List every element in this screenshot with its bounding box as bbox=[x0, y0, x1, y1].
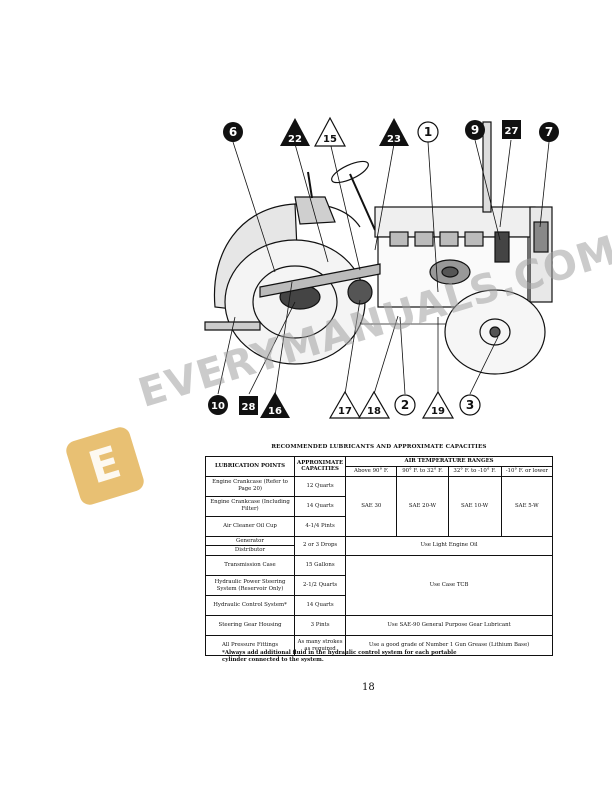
tractor-lubrication-diagram: 6 22 15 23 1 9 bbox=[204, 116, 559, 419]
capacity: 15 Gallons bbox=[294, 555, 347, 576]
lubrication-point: Steering Gear Housing bbox=[204, 615, 296, 636]
callout-label: 9 bbox=[471, 123, 479, 137]
callout-28-square: 28 bbox=[239, 396, 258, 415]
callout-15-triangle: 15 bbox=[313, 116, 347, 147]
callout-17-triangle: 17 bbox=[328, 390, 362, 419]
capacity: 14 Quarts bbox=[294, 495, 347, 517]
header-capacities: APPROXIMATE CAPACITIES bbox=[294, 456, 347, 477]
callout-label: 27 bbox=[505, 126, 519, 137]
callout-label: 10 bbox=[211, 401, 225, 412]
callout-9-circle: 9 bbox=[465, 120, 485, 140]
callout-label: 16 bbox=[268, 406, 282, 417]
lubricants-table: LUBRICATION POINTS APPROXIMATE CAPACITIE… bbox=[204, 456, 554, 656]
engine-oil: SAE 10-W bbox=[447, 475, 502, 537]
lubrication-point: Engine Crankcase (Including Filter) bbox=[204, 495, 296, 517]
header-lubrication-points: LUBRICATION POINTS bbox=[204, 456, 296, 477]
range-header: 90° F. to 32° F. bbox=[396, 465, 449, 477]
callout-18-triangle: 18 bbox=[357, 390, 391, 419]
callout-label: 22 bbox=[288, 134, 302, 145]
range-header: -10° F. or lower bbox=[500, 465, 554, 477]
callout-label: 3 bbox=[466, 398, 474, 412]
callout-label: 6 bbox=[229, 125, 237, 139]
lubrication-point: Generator bbox=[204, 535, 296, 547]
lubrication-point: Distributor bbox=[204, 545, 296, 556]
page-number: 18 bbox=[362, 682, 375, 693]
callout-7-circle: 7 bbox=[539, 122, 559, 142]
capacity: 12 Quarts bbox=[294, 475, 347, 497]
engine-oil: SAE 20-W bbox=[396, 475, 449, 537]
table-row: Engine Crankcase (Including Filter) 14 Q… bbox=[204, 495, 553, 517]
table-header-row: LUBRICATION POINTS APPROXIMATE CAPACITIE… bbox=[204, 456, 553, 477]
callout-3-circle: 3 bbox=[459, 394, 481, 416]
callout-10-circle: 10 bbox=[208, 395, 228, 415]
callout-label: 17 bbox=[338, 406, 352, 417]
callout-23-triangle: 23 bbox=[379, 118, 409, 146]
callout-2-circle: 2 bbox=[394, 394, 416, 416]
capacity: 3 Pints bbox=[294, 615, 347, 636]
range-header: Above 90° F. bbox=[345, 465, 398, 477]
capacity: 2-1/2 Quarts bbox=[294, 575, 347, 596]
capacity: 4-1/4 Pints bbox=[294, 515, 347, 537]
table-title: RECOMMENDED LUBRICANTS AND APPROXIMATE C… bbox=[271, 444, 487, 450]
callout-1-circle: 1 bbox=[417, 121, 439, 143]
callout-label: 2 bbox=[401, 398, 409, 412]
callout-19-triangle: 19 bbox=[421, 390, 455, 419]
lubrication-point: All Pressure Fittings bbox=[204, 635, 296, 656]
callout-label: 18 bbox=[367, 406, 381, 417]
table-row: All Pressure Fittings As many strokes as… bbox=[204, 635, 553, 656]
callout-6-circle: 6 bbox=[223, 122, 243, 142]
case-tcb: Use Case TCB bbox=[345, 555, 553, 616]
callout-27-square: 27 bbox=[502, 120, 521, 139]
lubrication-point: Air Cleaner Oil Cup bbox=[204, 515, 296, 537]
lubrication-point: Engine Crankcase (Refer to Page 20) bbox=[204, 475, 296, 497]
table-row: Hydraulic Power Steering System (Reservo… bbox=[204, 575, 553, 596]
header-air-temp: AIR TEMPERATURE RANGES bbox=[345, 456, 553, 467]
table-row: Engine Crankcase (Refer to Page 20) 12 Q… bbox=[204, 475, 554, 537]
callout-label: 23 bbox=[387, 134, 401, 145]
callout-label: 15 bbox=[323, 134, 337, 145]
engine-oil: SAE 30 bbox=[345, 475, 398, 537]
range-header: 32° F. to -10° F. bbox=[447, 465, 502, 477]
callout-label: 1 bbox=[424, 125, 432, 139]
callout-22-triangle: 22 bbox=[280, 118, 310, 146]
footnote: *Always add additional fluid in the hydr… bbox=[222, 650, 457, 664]
lubrication-point: Hydraulic Control System* bbox=[204, 595, 296, 616]
gun-grease: Use a good grade of Number 1 Gun Grease … bbox=[345, 635, 553, 656]
callout-label: 19 bbox=[431, 406, 445, 417]
tractor-body bbox=[204, 121, 553, 375]
callouts-bottom: 10 28 16 17 18 2 bbox=[208, 390, 481, 419]
capacity: 2 or 3 Drops bbox=[294, 535, 347, 556]
table-row: Air Cleaner Oil Cup 4-1/4 Pints bbox=[204, 515, 553, 537]
table-row: Steering Gear Housing 3 Pints Use SAE-90… bbox=[204, 615, 553, 636]
lubrication-point: Hydraulic Power Steering System (Reservo… bbox=[204, 575, 296, 596]
gear-lubricant: Use SAE-90 General Purpose Gear Lubrican… bbox=[345, 615, 553, 636]
table-row: Transmission Case 15 Gallons Use Case TC… bbox=[204, 555, 553, 616]
callout-label: 28 bbox=[242, 402, 256, 413]
lubrication-point: Transmission Case bbox=[204, 555, 296, 576]
watermark-logo-letter: E bbox=[83, 436, 127, 495]
capacity: As many strokes as required bbox=[294, 635, 347, 656]
callouts-top: 6 22 15 23 1 9 bbox=[223, 116, 559, 147]
watermark-logo: E bbox=[63, 424, 147, 508]
leader-lines bbox=[217, 139, 550, 397]
engine-oil: SAE 5-W bbox=[500, 475, 554, 537]
callout-label: 7 bbox=[545, 125, 553, 139]
table-row: Generator 2 or 3 Drops Use Light Engine … bbox=[204, 535, 553, 556]
capacity: 14 Quarts bbox=[294, 595, 347, 616]
callout-16-triangle: 16 bbox=[260, 392, 290, 418]
light-engine-oil: Use Light Engine Oil bbox=[345, 535, 553, 556]
